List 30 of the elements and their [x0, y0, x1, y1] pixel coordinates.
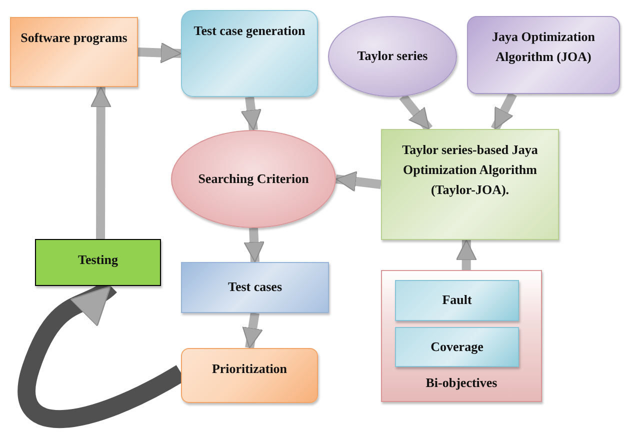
block-arrow	[138, 42, 182, 64]
process-box	[395, 327, 519, 367]
node-label: Software programs	[20, 29, 128, 47]
node-label: Taylor series	[357, 47, 428, 66]
node-label: Fault	[442, 291, 472, 310]
block-arrow	[244, 228, 265, 262]
process-box	[181, 10, 318, 97]
node-label: Jaya Optimization Algorithm (JOA)	[491, 28, 596, 66]
block-arrow	[90, 86, 112, 240]
process-box	[381, 129, 559, 240]
group-label: Bi-objectives	[424, 375, 498, 391]
block-arrow	[335, 171, 382, 192]
process-box	[35, 239, 161, 286]
node-label: Test case generation	[194, 22, 306, 40]
process-box	[467, 16, 620, 94]
block-arrow	[240, 96, 262, 131]
process-box	[395, 280, 519, 321]
block-arrow	[456, 240, 477, 270]
node-label: Prioritization	[212, 360, 288, 378]
node-label: Searching Criterion	[198, 170, 309, 188]
node-label: Testing	[78, 251, 118, 269]
block-arrow	[242, 312, 263, 349]
node-label: Taylor series-based Jaya Optimization Algorithm (Taylor-JOA).	[401, 141, 539, 200]
process-box	[181, 262, 329, 313]
process-box	[181, 348, 318, 403]
block-arrow	[490, 92, 517, 132]
process-box	[10, 17, 138, 87]
node-label: Test cases	[228, 278, 282, 296]
node-label: Coverage	[430, 338, 484, 356]
group-box	[381, 270, 542, 402]
